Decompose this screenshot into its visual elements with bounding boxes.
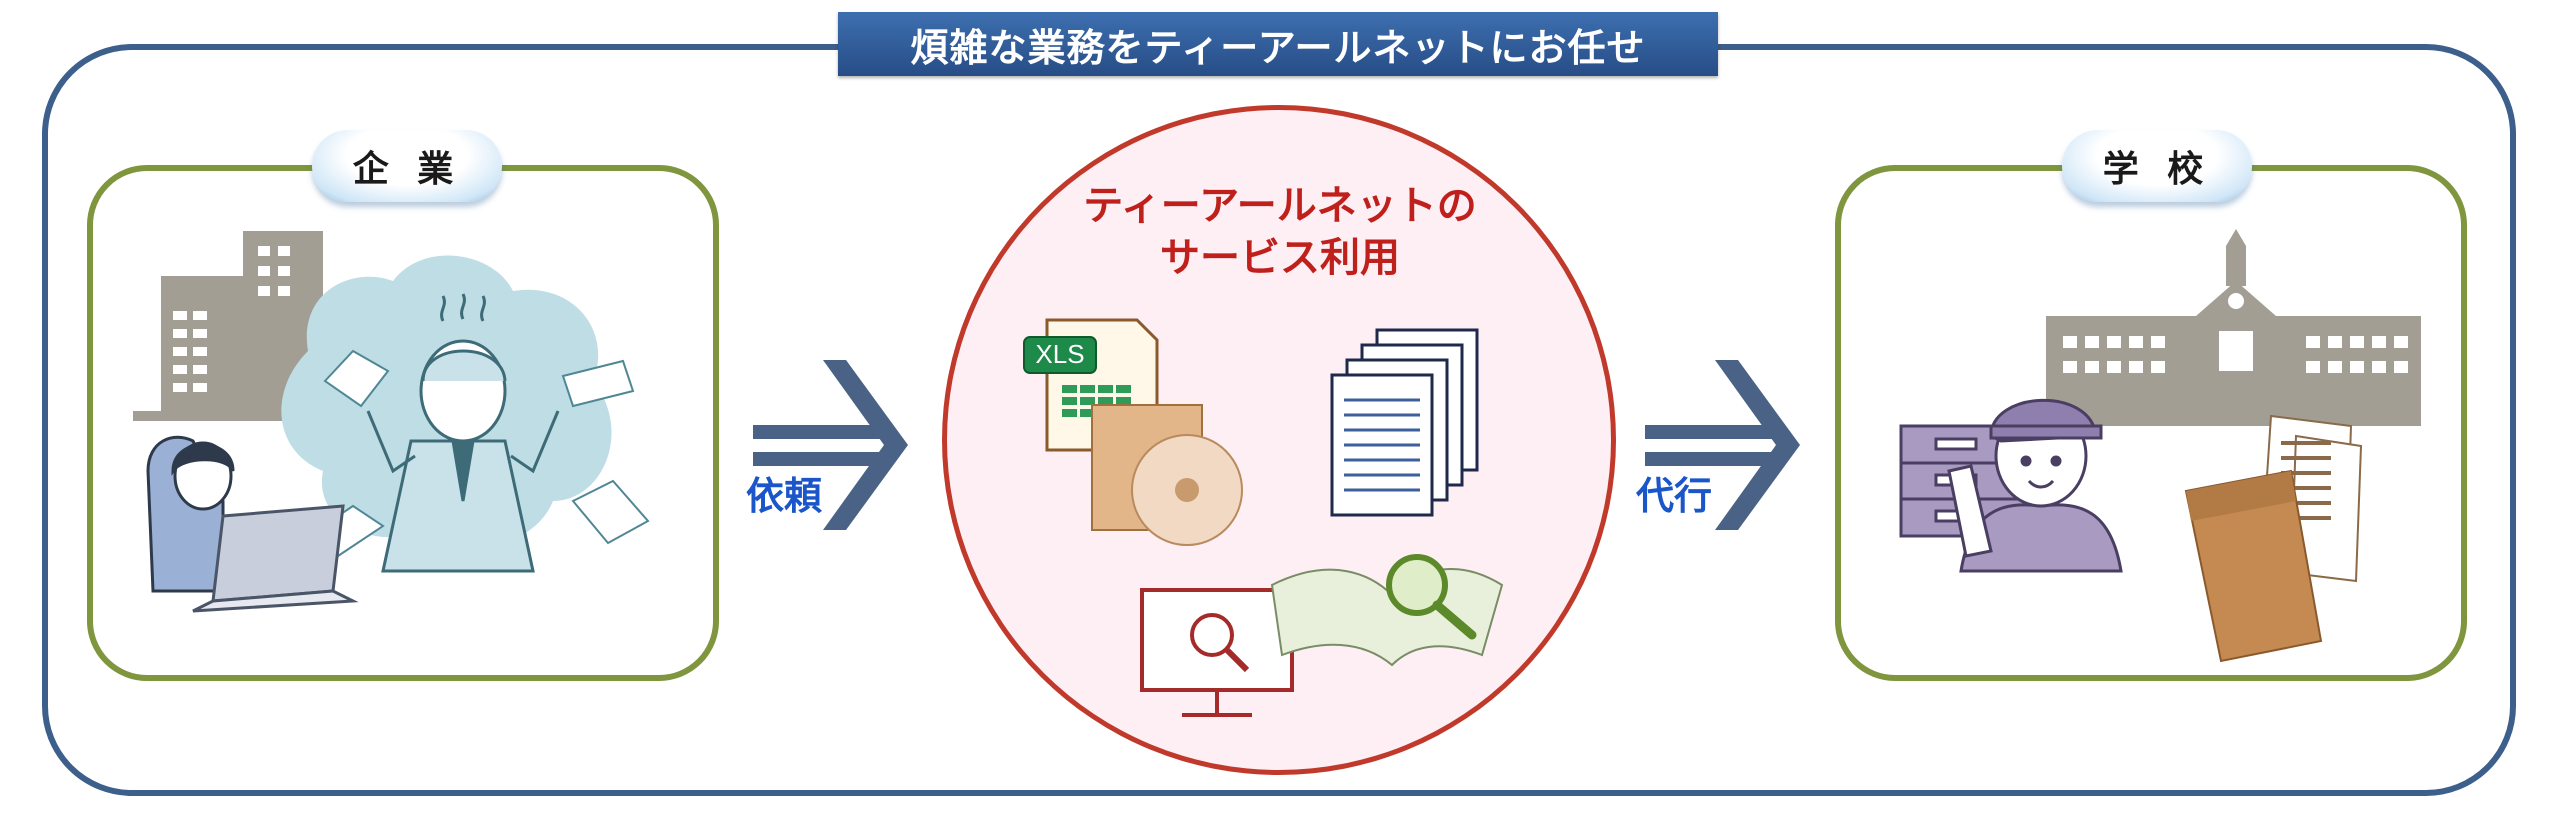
monitor-search-icon <box>1140 588 1294 717</box>
delegate-arrow-icon <box>1645 360 1800 530</box>
delivery-person-icon <box>1947 398 2123 573</box>
school-panel <box>1835 165 2467 681</box>
company-panel <box>87 165 719 681</box>
request-arrow-icon <box>753 360 908 530</box>
document-stack-icon <box>1330 328 1479 517</box>
stressed-man-icon <box>366 293 560 573</box>
service-illustration: XLS <box>1023 318 1504 717</box>
laptop-icon <box>192 504 359 613</box>
envelope-icon <box>2184 469 2323 663</box>
school-illustration <box>1899 229 2421 663</box>
service-title-line2: サービス利用 <box>1160 235 1400 281</box>
school-building-icon <box>2046 229 2421 426</box>
stressed-woman-icon <box>146 435 235 593</box>
book-magnifier-icon <box>1270 554 1504 667</box>
title-banner: 煩雑な業務をティーアールネットにお任せ <box>838 12 1718 76</box>
school-label: 学 校 <box>2062 130 2252 202</box>
service-title-line1: ティーアールネットの <box>1083 183 1477 229</box>
request-label: 依頼 <box>746 474 823 518</box>
xls-label: XLS <box>1035 339 1084 369</box>
delegate-label: 代行 <box>1636 474 1713 518</box>
company-label: 企 業 <box>312 130 502 202</box>
service-title: ティーアールネットの サービス利用 <box>1000 180 1560 284</box>
company-illustration <box>133 231 650 613</box>
cd-case-icon <box>1091 404 1243 546</box>
